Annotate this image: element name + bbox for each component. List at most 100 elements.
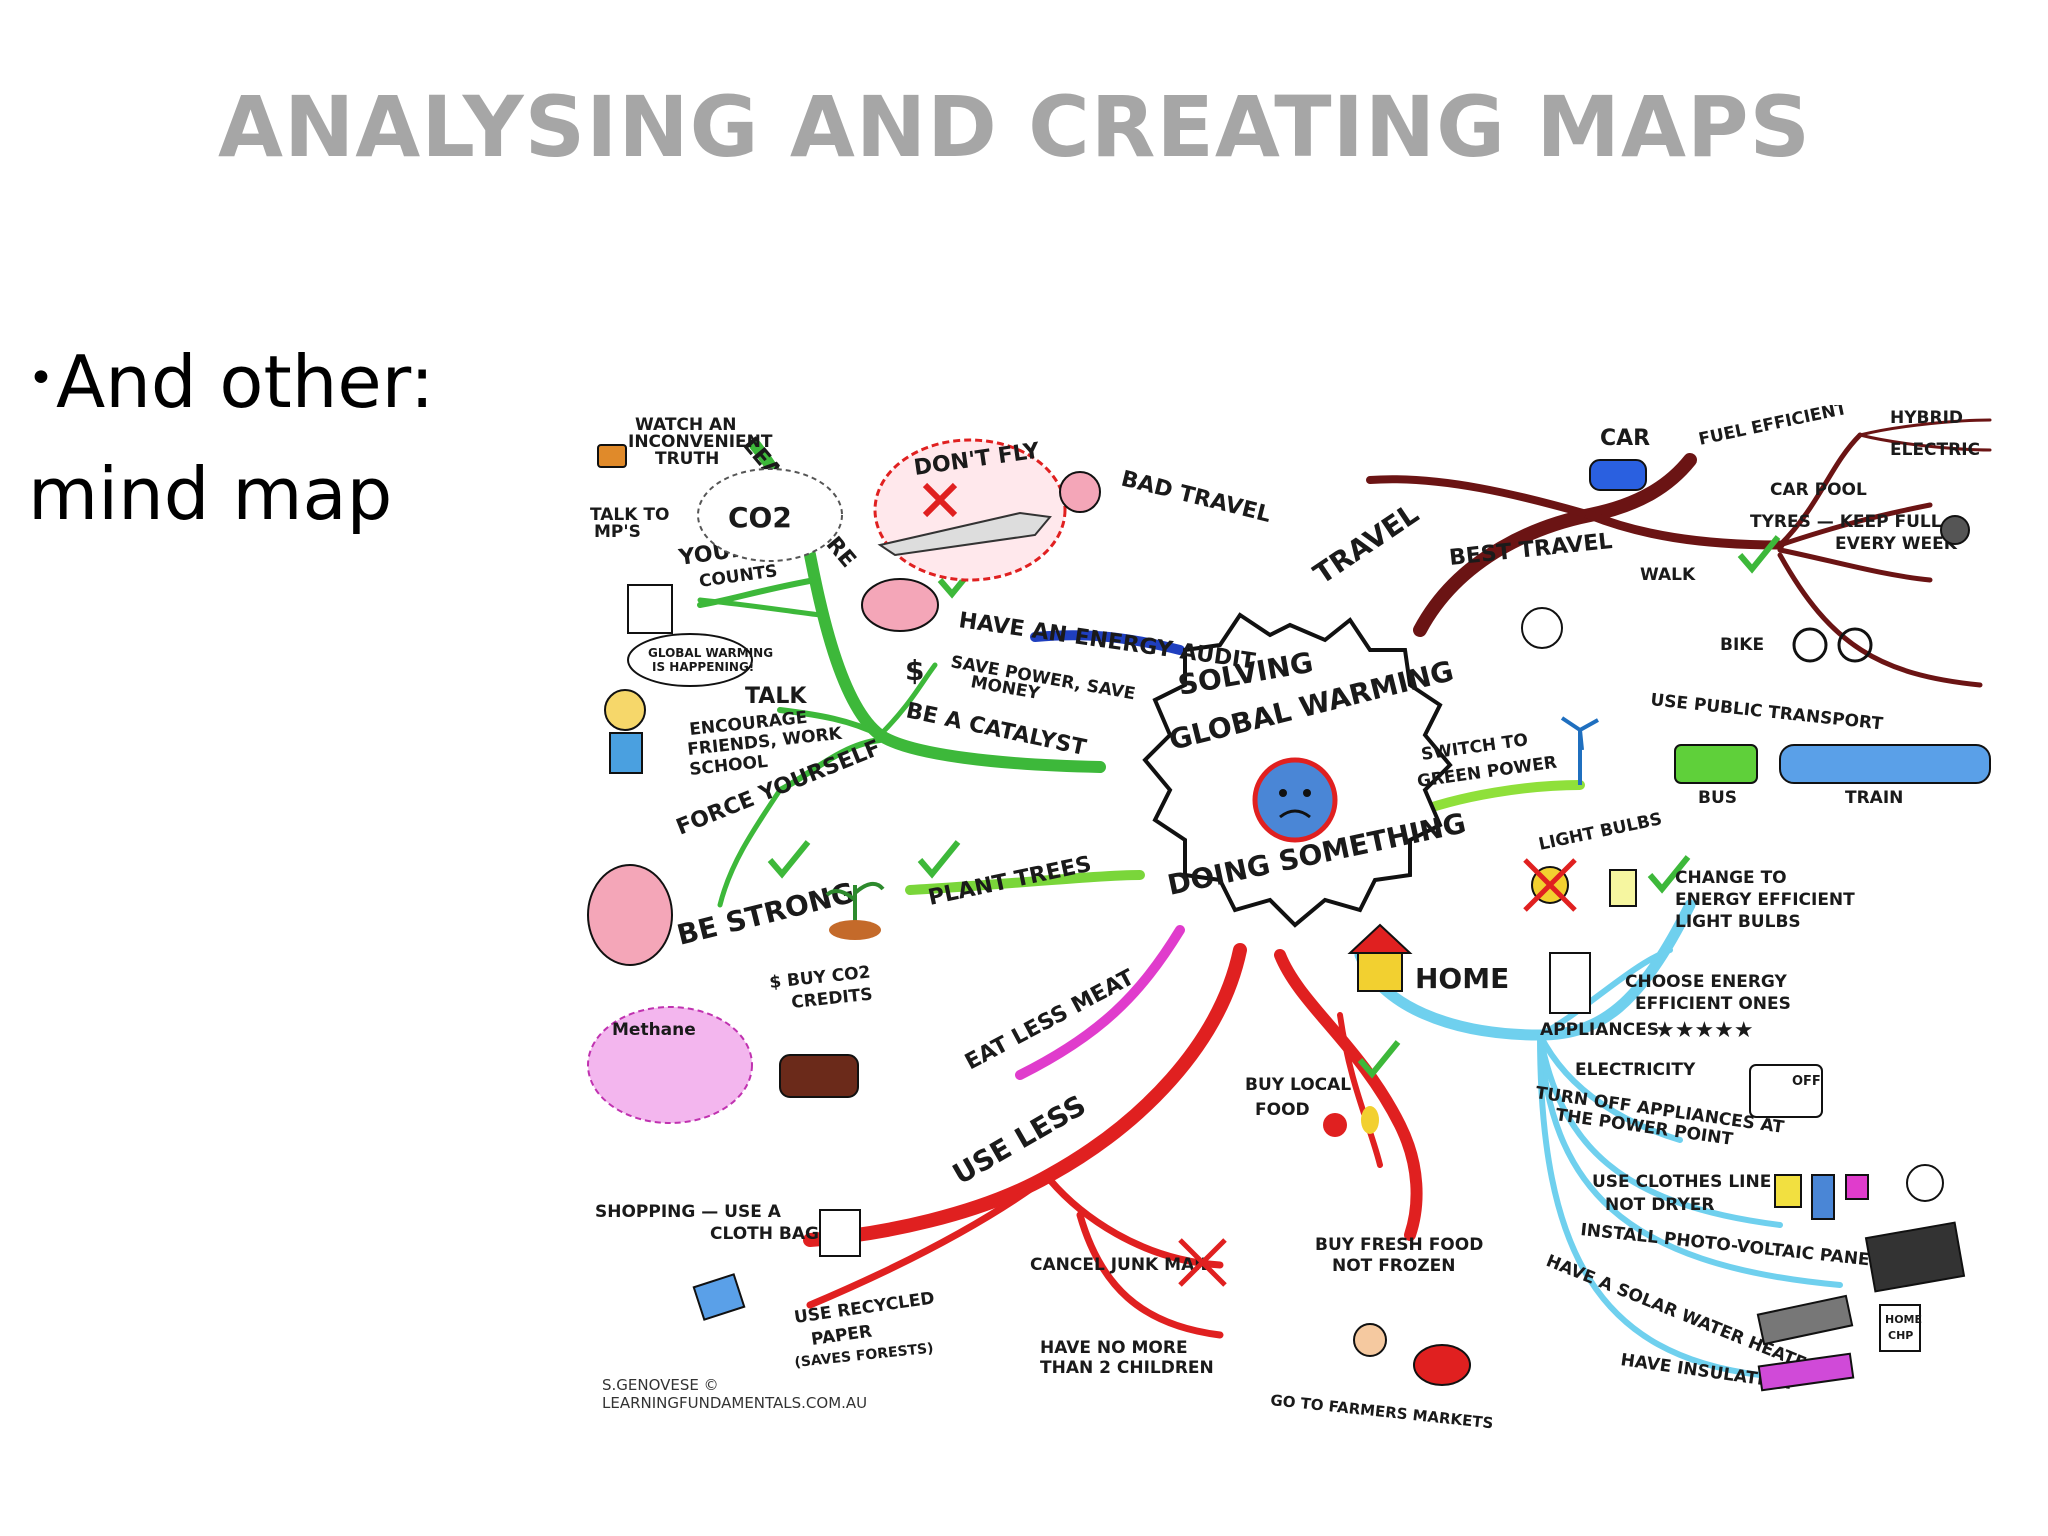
light-bulbs-text: LIGHT BULBS [1537,809,1664,855]
strong-man-icon [587,864,673,966]
fresh-food-text-1: BUY FRESH FOOD [1315,1235,1483,1255]
bullet-text-line-1: And other: [55,340,435,424]
choose-text-1: CHOOSE ENERGY [1625,972,1788,992]
ballot-box-icon [627,584,673,634]
change-bulbs-text-1: CHANGE TO [1675,868,1787,888]
branch-lines [697,418,1992,1378]
cloth-bag-icon [819,1209,861,1257]
cross-icon [922,482,958,518]
children-text-1: HAVE NO MORE [1040,1338,1188,1358]
bullet-item: •And other: [28,340,434,424]
methane-text: Methane [612,1020,696,1040]
apple-icon [1323,1113,1347,1137]
choose-text-2: EFFICIENT ONES [1635,994,1791,1014]
co2-text: CO2 [728,501,792,534]
bike-icon [1792,627,1828,663]
photo-voltaic-text: INSTALL PHOTO-VOLTAIC PANELS [1579,1220,1893,1273]
check-icon [1647,855,1691,894]
wind-turbine-icon [1560,716,1599,785]
talk-mps-2: MP'S [594,522,641,542]
methane-cloud [587,1006,753,1124]
website-credit: LEARNINGFUNDAMENTALS.COM.AU [602,1394,867,1412]
public-transport-text: USE PUBLIC TRANSPORT [1649,690,1884,734]
happy-face-icon [1521,607,1563,649]
local-food-text-2: FOOD [1255,1100,1310,1120]
bad-travel-text: BAD TRAVEL [1119,467,1274,528]
dollar-sign: $ [905,654,924,687]
train-text: TRAIN [1845,788,1903,808]
use-less-branch: USE LESS SHOPPING — USE A CLOTH BAG USE … [595,1089,1227,1378]
sad-earth-icon [1252,757,1338,843]
cross-icon [1523,858,1577,912]
slide-title: ANALYSING AND CREATING MAPS [218,78,1812,176]
plant-trees-label: PLANT TREES [926,852,1094,911]
fuel-efficient-text: FUEL EFFICIENT [1697,405,1849,450]
clothes-line-text-2: NOT DRYER [1605,1195,1714,1215]
efficient-bulb-icon [1609,869,1637,907]
cross-icon [1178,1238,1227,1287]
car-icon [1589,459,1647,491]
power-point-icon [1749,1064,1823,1118]
food-branch: BUY LOCAL FOOD BUY FRESH FOOD NOT FROZEN… [1245,1040,1495,1432]
use-less-label: USE LESS [947,1089,1092,1191]
check-icon [1357,1040,1401,1079]
car-pool-text: CAR POOL [1770,480,1867,500]
fresh-food-text-2: NOT FROZEN [1332,1256,1456,1276]
water-heater-icon [1756,1294,1854,1346]
home-label: HOME [1415,962,1509,995]
paper-text-2: PAPER [810,1322,873,1350]
talk-text: TALK [745,684,807,709]
recycled-paper-icon [692,1273,746,1321]
house-icon [1347,923,1413,954]
farmer-icon [1353,1323,1387,1357]
car-text: CAR [1600,426,1650,451]
bullet-text-line-2: mind map [28,452,393,536]
cow-icon [779,1054,859,1098]
bullet-marker: • [28,353,54,404]
off-text: OFF [1792,1074,1821,1089]
bullet-item-continued: mind map [28,452,392,536]
watch-text-1: WATCH AN [635,415,736,435]
piggy-bank-icon [861,578,939,632]
person-talking-icon [604,689,646,731]
check-icon [917,840,961,879]
watch-text-2: INCONVENIENT [628,432,773,452]
bus-icon [1674,744,1758,784]
farmers-markets-text: GO TO FARMERS MARKETS [1270,1391,1495,1432]
change-bulbs-text-3: LIGHT BULBS [1675,912,1801,932]
tyre-icon [1940,515,1970,545]
bus-text: BUS [1698,788,1737,808]
mind-map-illustration: SOLVING GLOBAL WARMING DOING SOMETHING W… [587,405,1992,1432]
check-icon [1737,535,1781,574]
electric-text: ELECTRIC [1890,440,1980,460]
bubble-text-2: IS HAPPENING! [652,660,754,674]
shopping-text: SHOPPING — USE A [595,1202,782,1222]
chp-text-2: CHP [1888,1329,1913,1342]
bag-text: CLOTH BAG [710,1224,819,1244]
tyres-text-2: EVERY WEEK [1835,534,1958,554]
star-rating: ★★★★★ [1655,1018,1754,1043]
insulation-icon [1757,1352,1855,1392]
watch-text-3: TRUTH [655,449,719,469]
talk-mps-1: TALK TO [590,505,669,525]
bubble-text-1: GLOBAL WARMING [648,646,773,660]
children-text-2: THAN 2 CHILDREN [1040,1358,1214,1378]
bike-text: BIKE [1720,635,1764,655]
speech-bubble [627,633,753,687]
walk-text: WALK [1640,565,1696,585]
local-food-text-1: BUY LOCAL [1245,1075,1351,1095]
chp-text-1: HOME [1885,1313,1922,1326]
home-branch: HOME LIGHT BULBS CHANGE TO ENERGY EFFICI… [1347,809,1966,1394]
clothes-icon [1774,1174,1802,1208]
be-strong-label: BE STRONG [674,876,858,952]
check-icon [767,840,811,879]
tyres-text-1: TYRES — KEEP FULL [1750,512,1942,532]
plant-trees-branch: PLANT TREES $ BUY CO2 CREDITS [768,840,1094,1013]
junk-mail-text: CANCEL JUNK MAIL [1030,1255,1212,1275]
co2-cloud [697,468,843,562]
solar-panel-icon [1864,1221,1966,1293]
fridge-icon [1549,952,1591,1014]
sad-face-icon [1059,471,1101,513]
appliances-text: APPLIANCES [1540,1020,1659,1040]
train-icon [1779,744,1991,784]
